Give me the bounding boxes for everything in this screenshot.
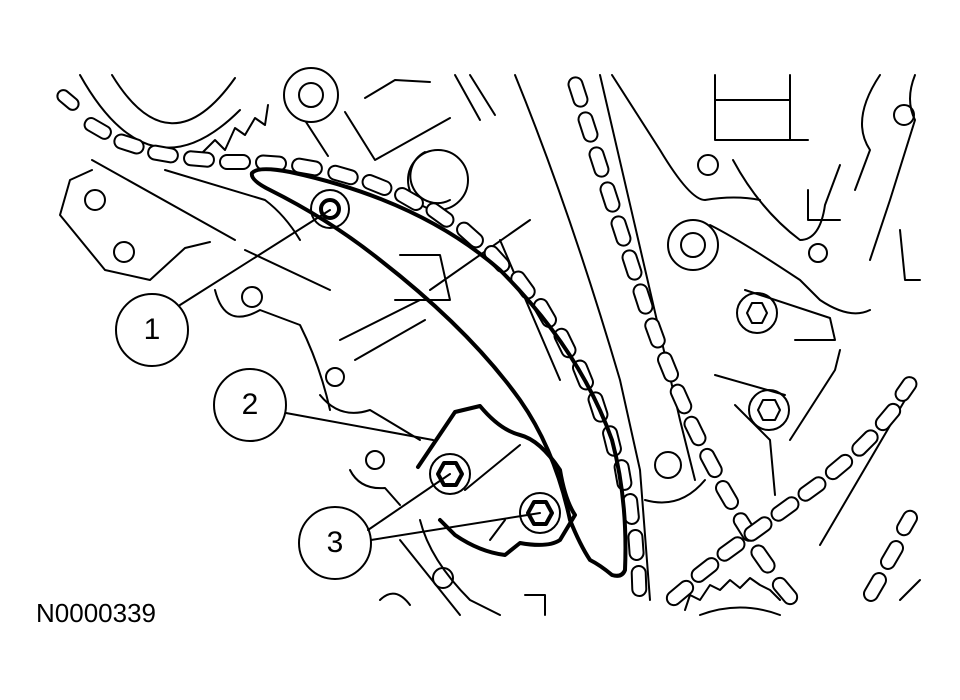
- callout-2-leader: [285, 412, 434, 441]
- figure-id: N0000339: [36, 598, 156, 628]
- callout-3-leader-a: [367, 473, 451, 531]
- timing-chain-right: [665, 376, 918, 607]
- engine-front-linework: [59, 67, 921, 616]
- callout-3-circle: [298, 506, 372, 580]
- callouts: [115, 209, 541, 580]
- callout-3-leader-b: [370, 512, 541, 541]
- callout-2-circle: [213, 368, 287, 442]
- callout-3-label: 3: [326, 526, 344, 559]
- callout-2-label: 2: [241, 388, 259, 421]
- tensioner-bracket: [416, 404, 577, 557]
- bolt-upper-icon: [436, 461, 464, 487]
- bolt-lower-icon: [526, 500, 554, 526]
- callout-1-label: 1: [143, 313, 161, 346]
- timing-chain-guide: [249, 167, 628, 578]
- callout-1-circle: [115, 293, 189, 367]
- timing-chain-center: [567, 76, 799, 606]
- callout-1-leader: [179, 209, 331, 306]
